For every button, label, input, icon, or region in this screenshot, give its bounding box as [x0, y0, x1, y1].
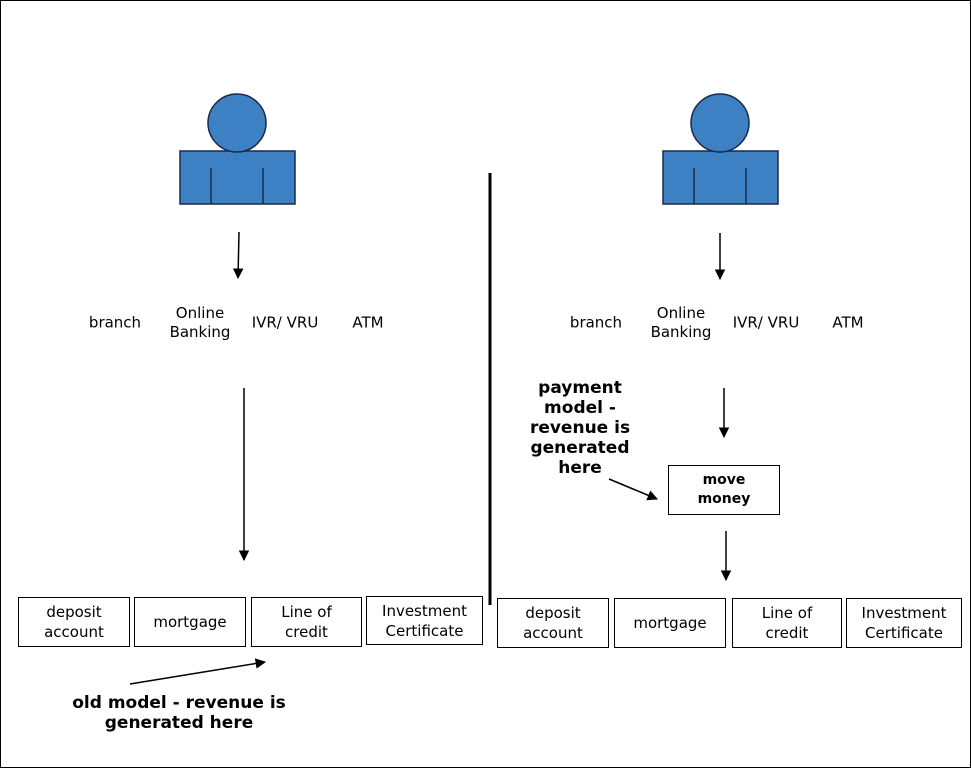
product-box: deposit account	[18, 597, 130, 647]
old-model-note: old model - revenue is generated here	[72, 693, 286, 733]
product-box: mortgage	[134, 597, 246, 647]
product-box: mortgage	[614, 598, 726, 648]
channel-label: IVR/ VRU	[732, 313, 800, 332]
payment-model-note: payment model - revenue is generated her…	[529, 378, 631, 478]
channel-label: ATM	[832, 313, 864, 332]
move-money-box: move money	[668, 465, 780, 515]
arrow-payment-model-note	[608, 478, 658, 501]
arrow-old-model-note	[129, 658, 267, 685]
product-box: Line of credit	[732, 598, 842, 648]
product-box: Line of credit	[251, 597, 362, 647]
product-box: deposit account	[497, 598, 609, 648]
person-icon	[662, 93, 779, 205]
product-box: Investment Certificate	[366, 596, 483, 645]
channel-label: Online Banking	[650, 304, 712, 341]
channel-label: branch	[569, 313, 623, 332]
arrow-person-to-channels-left	[232, 231, 244, 280]
channel-label: branch	[88, 313, 142, 332]
product-box: Investment Certificate	[846, 598, 962, 648]
person-icon	[179, 93, 296, 205]
channel-label: Online Banking	[169, 304, 231, 341]
channel-label: IVR/ VRU	[251, 313, 319, 332]
channel-label: ATM	[352, 313, 384, 332]
